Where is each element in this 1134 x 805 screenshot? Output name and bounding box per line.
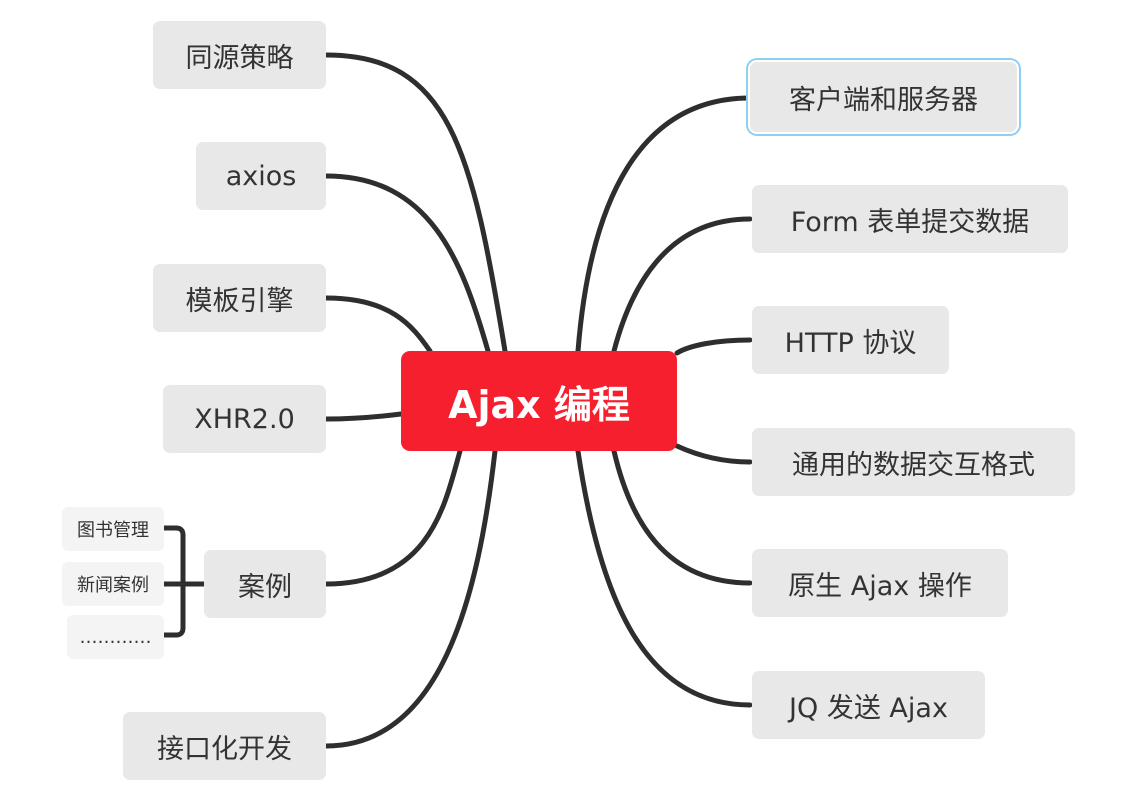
link-template-engine bbox=[323, 295, 433, 354]
link-interface-development bbox=[323, 448, 498, 749]
topic-jquery-ajax[interactable]: JQ 发送 Ajax bbox=[752, 671, 985, 739]
link-xhr2 bbox=[323, 411, 404, 422]
link-form-submit bbox=[611, 216, 753, 354]
link-jquery-ajax bbox=[575, 448, 753, 708]
link-axios bbox=[323, 173, 491, 354]
central-topic[interactable]: Ajax 编程 bbox=[401, 351, 677, 451]
topic-template-engine[interactable]: 模板引擎 bbox=[153, 264, 326, 332]
topic-http-protocol[interactable]: HTTP 协议 bbox=[752, 306, 949, 374]
topic-form-submit-data[interactable]: Form 表单提交数据 bbox=[752, 185, 1068, 253]
topic-cases[interactable]: 案例 bbox=[204, 550, 326, 618]
topic-xhr2[interactable]: XHR2.0 bbox=[163, 385, 326, 453]
topic-interface-development[interactable]: 接口化开发 bbox=[123, 712, 326, 780]
link-http-protocol bbox=[674, 337, 753, 356]
link-data-format bbox=[674, 443, 753, 465]
link-client-server bbox=[575, 95, 753, 354]
link-native-ajax bbox=[611, 448, 753, 586]
subtopic-book-management[interactable]: 图书管理 bbox=[62, 507, 164, 551]
link-cases bbox=[323, 448, 463, 587]
subtopic-news-case[interactable]: 新闻案例 bbox=[62, 562, 164, 606]
topic-same-origin-policy[interactable]: 同源策略 bbox=[153, 21, 326, 89]
subtopic-more[interactable]: ………… bbox=[67, 615, 164, 659]
topic-client-and-server[interactable]: 客户端和服务器 bbox=[750, 62, 1017, 132]
topic-data-exchange-format[interactable]: 通用的数据交互格式 bbox=[752, 428, 1075, 496]
case-children-bracket bbox=[161, 525, 207, 638]
topic-native-ajax[interactable]: 原生 Ajax 操作 bbox=[752, 549, 1008, 617]
link-same-origin-policy bbox=[323, 52, 508, 354]
topic-axios[interactable]: axios bbox=[196, 142, 326, 210]
